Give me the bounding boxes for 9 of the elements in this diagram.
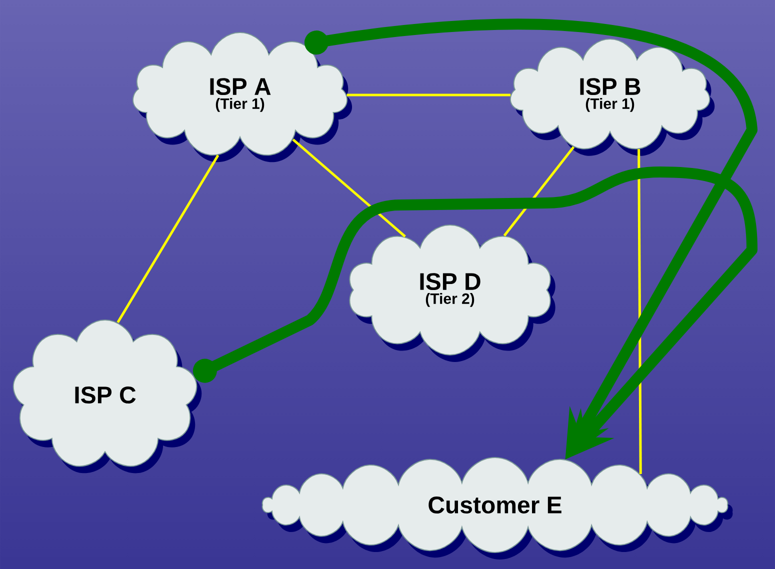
cloud: Customer E (262, 457, 733, 560)
cloud: ISP B (Tier 1) (510, 38, 715, 156)
link-line (292, 138, 406, 238)
link-line (346, 94, 510, 96)
cloud: ISP D (Tier 2) (349, 224, 556, 362)
link-line (503, 146, 575, 236)
link-line (116, 154, 220, 324)
cloud: ISP C (12, 320, 202, 474)
cloud: ISP A (Tier 1) (132, 32, 352, 162)
